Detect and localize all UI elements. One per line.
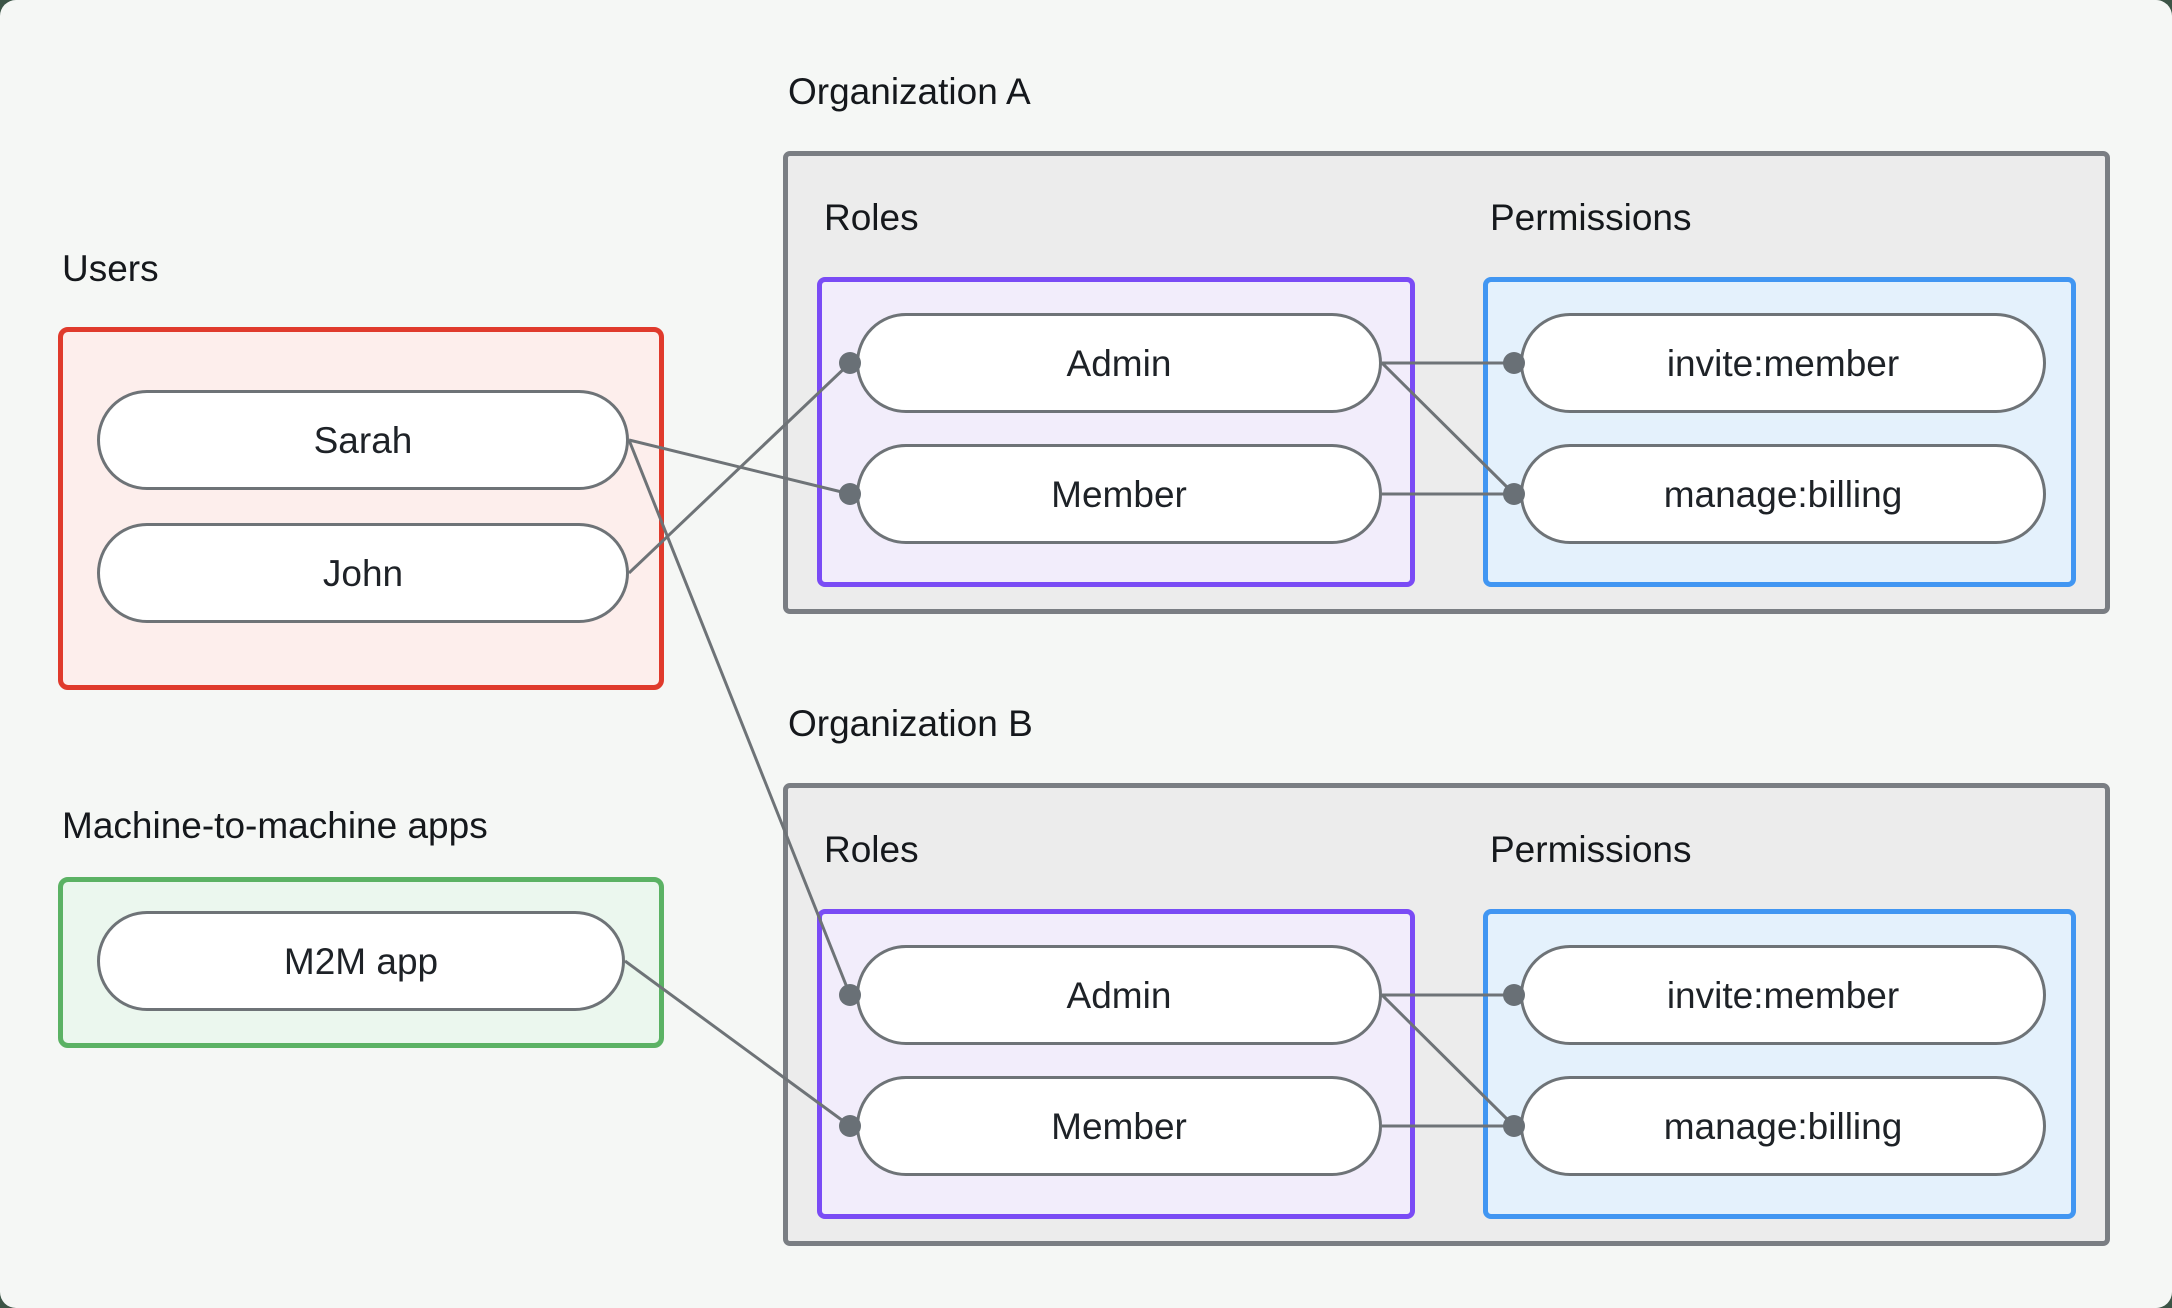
users-label: Users	[62, 248, 159, 289]
org-a-permission-manage-billing: manage:billing	[1520, 444, 2046, 544]
org-b-permission-manage-billing: manage:billing	[1520, 1076, 2046, 1176]
m2m-label: Machine-to-machine apps	[62, 805, 488, 846]
user-node-sarah: Sarah	[97, 390, 629, 490]
org-b-permissions-label: Permissions	[1490, 829, 1692, 870]
org-b-title: Organization B	[788, 703, 1033, 744]
org-a-title: Organization A	[788, 71, 1031, 112]
user-node-john: John	[97, 523, 629, 623]
org-b-role-admin: Admin	[856, 945, 1382, 1045]
org-b-permission-invite-member: invite:member	[1520, 945, 2046, 1045]
org-a-roles-label: Roles	[824, 197, 919, 238]
m2m-app-node: M2M app	[97, 911, 625, 1011]
org-a-permission-invite-member: invite:member	[1520, 313, 2046, 413]
org-a-role-member: Member	[856, 444, 1382, 544]
org-b-roles-label: Roles	[824, 829, 919, 870]
users-group-box	[58, 327, 664, 690]
org-b-role-member: Member	[856, 1076, 1382, 1176]
org-a-permissions-label: Permissions	[1490, 197, 1692, 238]
org-a-role-admin: Admin	[856, 313, 1382, 413]
